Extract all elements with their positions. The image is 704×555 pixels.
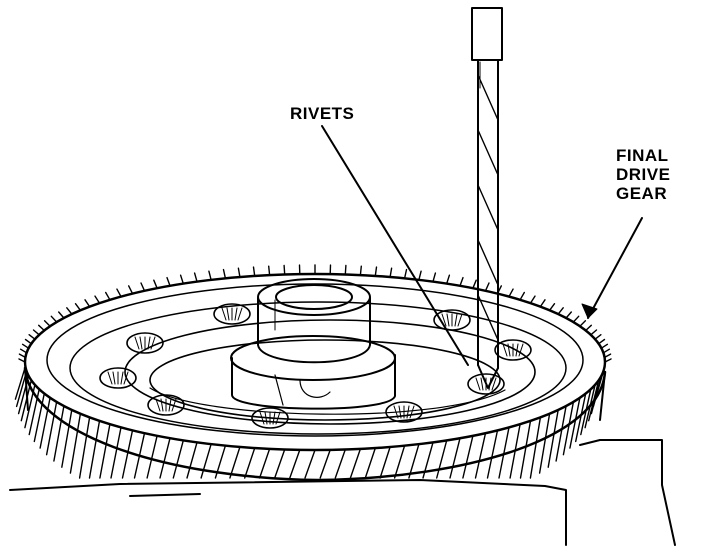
gear-tooth bbox=[591, 330, 597, 335]
gear-tooth bbox=[380, 447, 390, 478]
final-drive-gear-label: FINAL DRIVE GEAR bbox=[616, 146, 670, 203]
rivet bbox=[214, 304, 250, 324]
gear-tooth bbox=[59, 312, 64, 318]
gear-tooth bbox=[76, 304, 81, 311]
gear-tooth bbox=[437, 440, 447, 478]
gear-tooth bbox=[90, 421, 100, 478]
gear-tooth bbox=[550, 304, 555, 311]
gear-tooth bbox=[509, 289, 513, 297]
gear-tooth bbox=[566, 312, 571, 318]
gear-tooth bbox=[488, 430, 498, 478]
gear-tooth bbox=[106, 293, 110, 300]
gear-tooth bbox=[230, 447, 240, 478]
gear-tooth bbox=[360, 266, 361, 275]
gear-tooth bbox=[224, 270, 226, 279]
gear-tooth bbox=[423, 442, 433, 478]
gear-tooth bbox=[558, 308, 563, 314]
gear-tooth bbox=[521, 421, 531, 478]
gear-tooth bbox=[147, 436, 157, 478]
gear-tooth bbox=[586, 325, 592, 330]
gear-tooth bbox=[173, 440, 183, 478]
gear-tooth bbox=[433, 273, 435, 282]
gear-tooth bbox=[390, 268, 392, 277]
rivets-label: RIVETS bbox=[290, 104, 354, 123]
final-drive-gear-label-line: GEAR bbox=[616, 184, 670, 203]
gear-tooth bbox=[51, 316, 56, 322]
gear-tooth bbox=[209, 271, 211, 280]
rivet bbox=[252, 408, 288, 428]
gear-tooth bbox=[290, 450, 300, 478]
gear-tooth bbox=[62, 410, 72, 467]
gear-tooth bbox=[34, 330, 40, 335]
gear-tooth bbox=[154, 280, 157, 288]
gear-tooth bbox=[375, 267, 376, 276]
gear-tooth bbox=[320, 450, 330, 478]
gear-tooth bbox=[473, 280, 476, 288]
gear-tooth bbox=[167, 278, 170, 286]
gear-tooth bbox=[54, 406, 64, 461]
gear-tooth bbox=[573, 316, 578, 322]
gear-tooth bbox=[254, 267, 255, 276]
final-drive-gear-label-line: FINAL bbox=[616, 146, 670, 165]
gear-tooth bbox=[129, 286, 133, 294]
drill-bit bbox=[472, 8, 502, 388]
gear-tooth bbox=[463, 436, 473, 478]
gear-tooth bbox=[595, 335, 601, 340]
gear-tooth bbox=[601, 344, 607, 348]
final-drive-gear-label-line: DRIVE bbox=[616, 165, 670, 184]
gear-tooth bbox=[201, 444, 211, 478]
gear-tooth bbox=[335, 450, 345, 479]
gear-tooth bbox=[29, 335, 35, 340]
rivet bbox=[100, 368, 136, 388]
gear-tooth bbox=[395, 446, 405, 478]
gear-tooth bbox=[85, 300, 90, 307]
gear-tooth bbox=[39, 325, 45, 330]
gear-tooth bbox=[117, 289, 121, 297]
gear-tooth bbox=[100, 424, 110, 478]
gear-tooth bbox=[305, 450, 315, 478]
gear-tooth bbox=[450, 438, 460, 478]
gear-tooth bbox=[141, 283, 145, 291]
gear-tooth bbox=[195, 273, 197, 282]
gear-tooth bbox=[476, 433, 486, 478]
gear-tooth bbox=[70, 414, 80, 473]
gear-tooth bbox=[238, 268, 240, 277]
gear-tooth bbox=[405, 270, 407, 279]
gear-tooth bbox=[486, 283, 490, 291]
gear-tooth bbox=[531, 296, 536, 303]
gear-tooth bbox=[530, 417, 540, 478]
gear-tooth bbox=[345, 266, 346, 275]
gear-tooth bbox=[111, 427, 121, 478]
gear-tooth bbox=[580, 321, 586, 326]
gear-tooth bbox=[603, 349, 609, 353]
gear-tooth bbox=[275, 450, 285, 479]
gear-tooth bbox=[419, 271, 421, 280]
gear-tooth bbox=[21, 349, 27, 353]
gear-tooth bbox=[45, 321, 51, 326]
gear-tooth bbox=[520, 293, 524, 300]
gear-tooth bbox=[80, 417, 90, 478]
gear-tooth bbox=[95, 296, 100, 303]
gear-tooth bbox=[160, 438, 170, 478]
gear-tooth bbox=[245, 448, 255, 478]
gear-tooth bbox=[540, 300, 545, 307]
rivet bbox=[148, 395, 184, 415]
gear-tooth bbox=[67, 308, 72, 314]
gear-tooth bbox=[187, 442, 197, 478]
gear-tooth bbox=[260, 449, 270, 478]
rivet bbox=[495, 340, 531, 360]
gear-tooth bbox=[599, 340, 605, 344]
gear-tooth bbox=[447, 275, 450, 283]
gear-tooth bbox=[26, 340, 32, 344]
gear-rim bbox=[25, 274, 605, 480]
gear-tooth bbox=[23, 344, 29, 348]
gear-tooth bbox=[269, 266, 270, 275]
gear-tooth bbox=[181, 275, 184, 283]
gear-tooth bbox=[350, 449, 360, 478]
gear-tooth bbox=[460, 278, 463, 286]
gear-tooth bbox=[365, 448, 375, 478]
gear-tooth bbox=[284, 266, 285, 275]
